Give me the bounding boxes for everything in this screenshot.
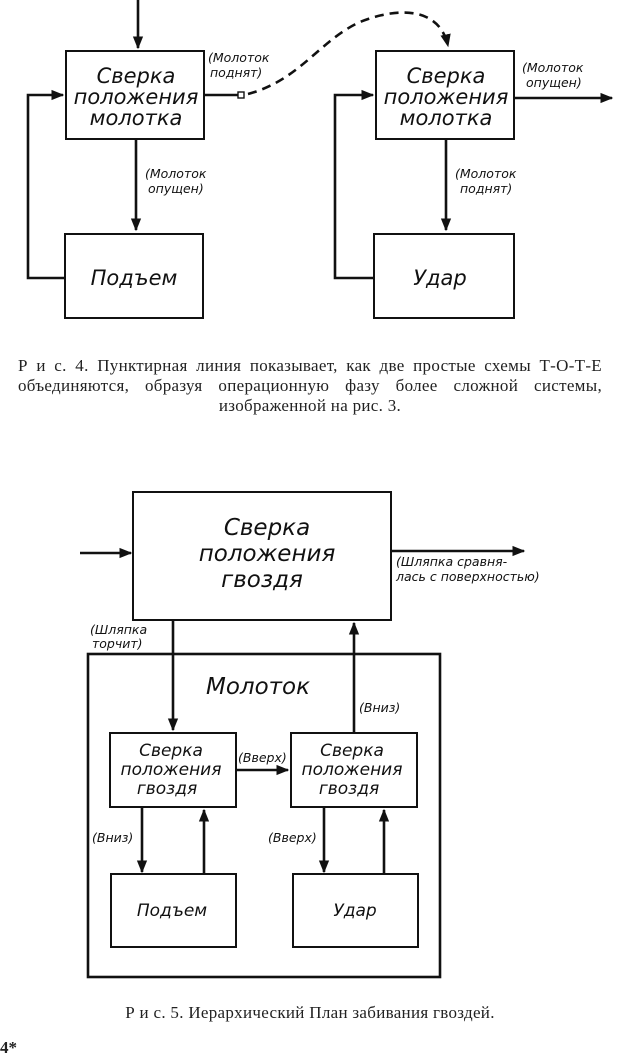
edge-label-down-left: (Вниз) bbox=[92, 830, 133, 845]
test-box-line-2: положения bbox=[384, 85, 509, 109]
figure-4-caption: Р и с. 4. Пунктирная линия показывает, к… bbox=[18, 356, 602, 415]
edge-label-up-between: (Вверх) bbox=[238, 750, 287, 765]
operate-box-strike bbox=[292, 873, 419, 948]
exit-connector bbox=[237, 91, 245, 99]
test-box-line-2: положения bbox=[302, 760, 403, 780]
right-tote-unit: Сверка положения молотка (Молоток опущен… bbox=[333, 50, 614, 319]
edge-label-hammer-up-2: поднят) bbox=[460, 181, 512, 196]
left-tote-unit: Сверка положения молотка (Молоток опущен… bbox=[26, 0, 270, 319]
test-box-line-3: молотка bbox=[90, 106, 183, 130]
edge-label-hammer-up-1: (Молоток bbox=[208, 50, 270, 65]
test-box-line-2: положения bbox=[199, 541, 336, 567]
operate-box-lift bbox=[110, 873, 237, 948]
edge-label-down-exit: (Вниз) bbox=[359, 700, 400, 715]
edge-label-flush-1: (Шляпка сравня- bbox=[396, 554, 508, 569]
test-box-line-1: Сверка bbox=[407, 64, 486, 88]
edge-label-hammer-up-2: поднят) bbox=[210, 65, 262, 80]
page-signature-mark: 4* bbox=[0, 1038, 17, 1057]
operate-box-strike bbox=[373, 233, 515, 319]
test-box-line-2: положения bbox=[121, 760, 222, 780]
edge-label-sticks-out-2: торчит) bbox=[92, 636, 143, 651]
operate-box-strike-label: Удар bbox=[413, 266, 467, 290]
test-box-line-1: Сверка bbox=[320, 741, 384, 761]
test-box-line-1: Сверка bbox=[97, 64, 176, 88]
test-box-nail-top bbox=[132, 491, 392, 621]
edge-label-sticks-out-1: (Шляпка bbox=[90, 622, 147, 637]
test-box-line-1: Сверка bbox=[224, 515, 310, 541]
operate-box-lift-label: Подъем bbox=[137, 901, 207, 921]
edge-label-up-right: (Вверх) bbox=[268, 830, 317, 845]
test-box-line-3: гвоздя bbox=[137, 779, 197, 799]
inner-test-box-right bbox=[290, 732, 418, 808]
operate-box-strike-label: Удар bbox=[333, 901, 377, 921]
edge-label-hammer-up-1: (Молоток bbox=[455, 166, 517, 181]
test-box-line-1: Сверка bbox=[139, 741, 203, 761]
feedback-arrow-lift-to-test bbox=[26, 89, 65, 280]
operate-box-lift bbox=[64, 233, 204, 319]
edge-label-hammer-down-1: (Молоток bbox=[522, 60, 584, 75]
edge-label-flush-2: лась с поверхностью) bbox=[395, 569, 540, 584]
edge-label-hammer-down-1: (Молоток bbox=[145, 166, 207, 181]
test-box-line-3: молотка bbox=[400, 106, 493, 130]
edge-label-hammer-down-2: опущен) bbox=[148, 181, 204, 196]
operate-box-lift-label: Подъем bbox=[91, 266, 178, 290]
figure-5: Сверка положения гвоздя (Шляпка сравня- … bbox=[80, 491, 540, 979]
test-box-line-3: гвоздя bbox=[319, 779, 379, 799]
test-box-line-3: гвоздя bbox=[221, 567, 303, 593]
test-box-line-2: положения bbox=[74, 85, 199, 109]
figure-5-caption: Р и с. 5. Иерархический План забивания г… bbox=[125, 1003, 495, 1022]
edge-label-hammer-down-2: опущен) bbox=[526, 75, 582, 90]
hammer-container-label: Молоток bbox=[206, 674, 310, 700]
feedback-arrow-strike-to-test bbox=[333, 89, 375, 280]
figure-4: Сверка положения молотка (Молоток опущен… bbox=[26, 0, 614, 319]
